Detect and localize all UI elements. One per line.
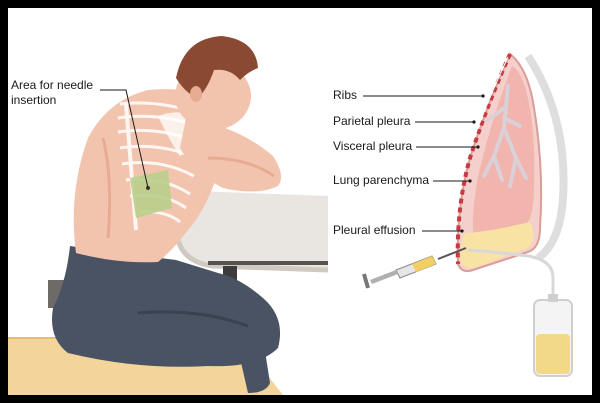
label-visceral-pleura: Visceral pleura — [333, 139, 413, 153]
label-pleural-effusion: Pleural effusion — [333, 223, 416, 237]
arms — [180, 118, 282, 192]
lung-label-leaders — [363, 95, 483, 232]
label-lung-parenchyma: Lung parenchyma — [333, 173, 430, 187]
label-needle-area: Area for needle insertion — [11, 78, 94, 107]
trousers — [52, 246, 281, 393]
syringe — [362, 247, 467, 289]
patient-head — [175, 36, 258, 130]
label-ribs: Ribs — [333, 88, 358, 102]
lung-diagram — [454, 52, 568, 273]
label-parietal-pleura: Parietal pleura — [333, 114, 411, 128]
illustration-panel: Area for needle insertion Ribs Parietal … — [8, 8, 592, 395]
lung-label-dots — [460, 94, 485, 233]
illustration — [8, 36, 573, 395]
needle-area-leader — [100, 89, 149, 189]
drainage-system — [467, 248, 573, 377]
